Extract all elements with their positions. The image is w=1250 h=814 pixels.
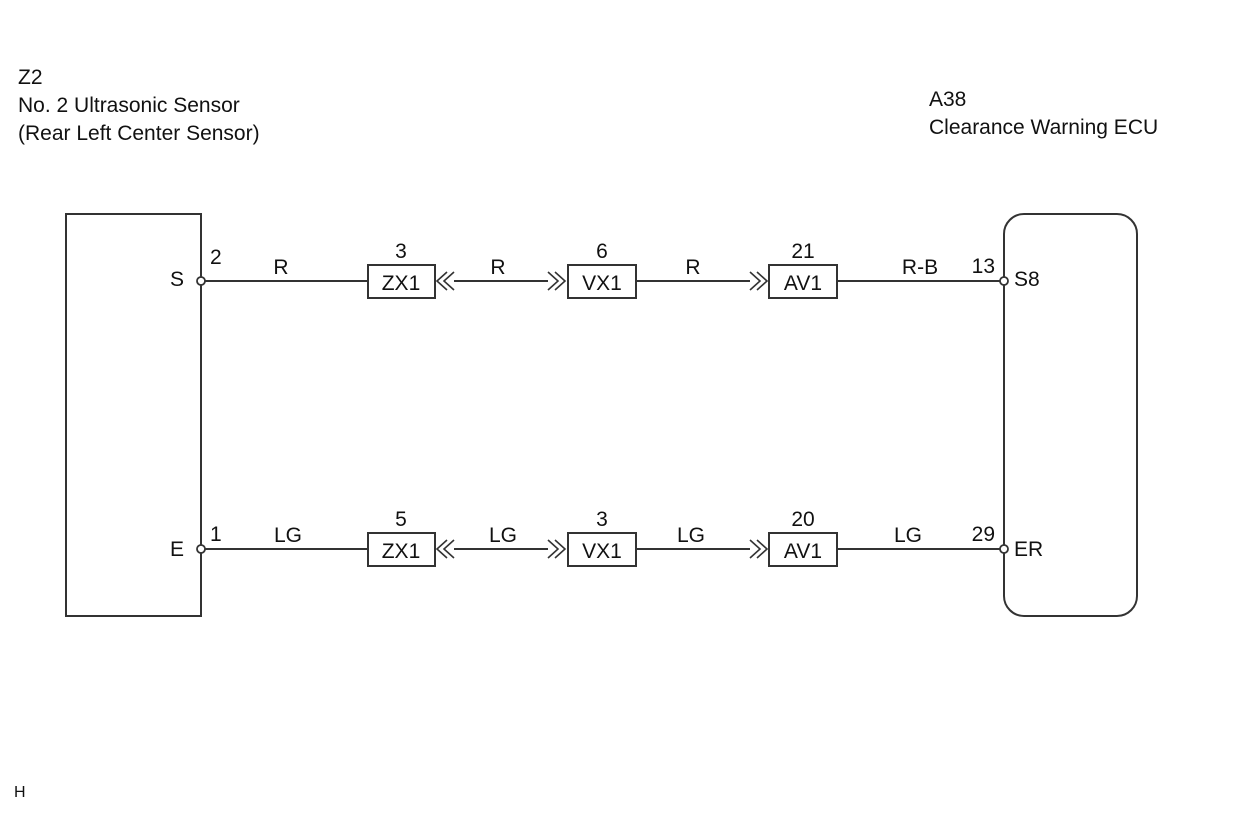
left-terminal-label: S (170, 268, 184, 291)
wire-color-label: R (685, 256, 700, 279)
left-component-detail: (Rear Left Center Sensor) (18, 122, 260, 145)
left-terminal-label: E (170, 538, 184, 561)
left-component-code: Z2 (18, 66, 43, 89)
terminal-dot (999, 276, 1009, 286)
connector-name: ZX1 (382, 272, 421, 295)
connector-pin: 21 (791, 240, 814, 263)
connector-pin: 5 (395, 508, 407, 531)
connector-name: VX1 (582, 272, 622, 295)
connector-name: VX1 (582, 540, 622, 563)
female-connector-symbol (435, 539, 455, 559)
right-pin-label: 29 (972, 523, 995, 546)
ecu-body (1003, 213, 1138, 617)
connector-box (567, 264, 637, 299)
connector-name: AV1 (784, 540, 822, 563)
male-connector-symbol (749, 271, 769, 291)
right-pin-label: 13 (972, 255, 995, 278)
connector-name: AV1 (784, 272, 822, 295)
connector-box (367, 264, 436, 299)
wire-color-label: R (490, 256, 505, 279)
right-component-name: Clearance Warning ECU (929, 116, 1159, 139)
right-component-code: A38 (929, 88, 967, 111)
circuit-ground: E 1 29 ER LG LG LG LG ZX1 5 VX1 3 AV1 20 (170, 508, 1043, 567)
left-pin-label: 2 (210, 246, 222, 269)
connector-pin: 20 (791, 508, 814, 531)
wire-color-label: LG (274, 524, 302, 547)
connector-box (768, 532, 838, 567)
left-pin-label: 1 (210, 523, 222, 546)
footer-code: H (14, 784, 26, 801)
wire-color-label: R (273, 256, 288, 279)
connector-pin: 3 (596, 508, 608, 531)
female-connector-symbol (435, 271, 455, 291)
right-terminal-label: S8 (1014, 268, 1040, 291)
wire-color-label: LG (677, 524, 705, 547)
wire-color-label: R-B (902, 256, 938, 279)
circuit-signal: S 2 13 S8 R R R R-B ZX1 3 VX1 6 AV1 21 (170, 240, 1040, 299)
connector-box (768, 264, 838, 299)
right-component-label: A38 Clearance Warning ECU (929, 86, 1158, 142)
male-connector-symbol (547, 271, 567, 291)
male-connector-symbol (547, 539, 567, 559)
terminal-dot (999, 544, 1009, 554)
connector-pin: 6 (596, 240, 608, 263)
connector-pin: 3 (395, 240, 407, 263)
terminal-dot (196, 544, 206, 554)
right-terminal-label: ER (1014, 538, 1043, 561)
terminal-dot (196, 276, 206, 286)
wire-color-label: LG (489, 524, 517, 547)
sensor-body (65, 213, 202, 617)
connector-box (567, 532, 637, 567)
connector-box (367, 532, 436, 567)
male-connector-symbol (749, 539, 769, 559)
connector-name: ZX1 (382, 540, 421, 563)
wire-color-label: LG (894, 524, 922, 547)
left-component-name: No. 2 Ultrasonic Sensor (18, 94, 240, 117)
left-component-label: Z2 No. 2 Ultrasonic Sensor (Rear Left Ce… (18, 64, 260, 148)
